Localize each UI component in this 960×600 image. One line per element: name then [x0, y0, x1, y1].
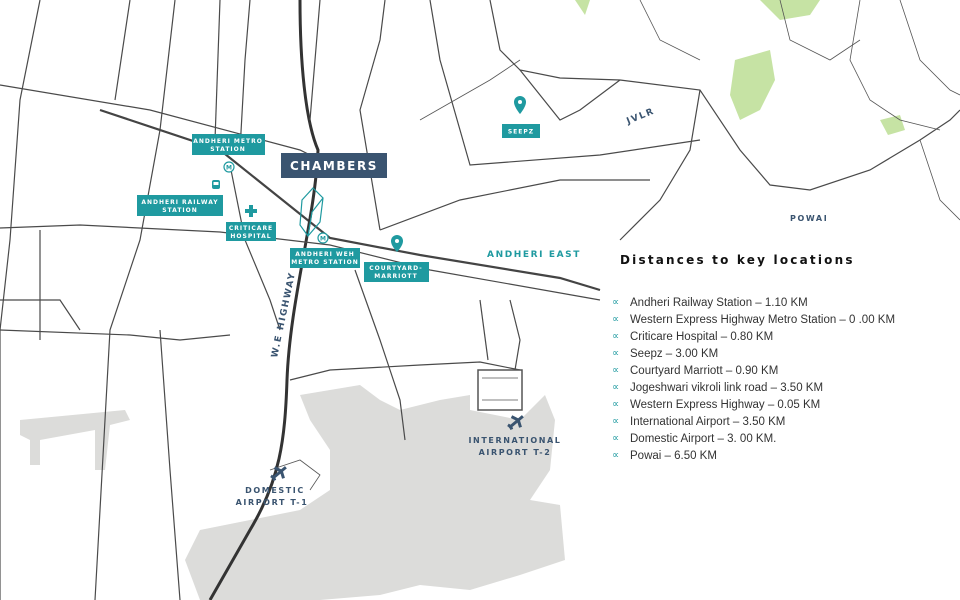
label-weh-metro[interactable]: ANDHERI WEH METRO STATION — [290, 248, 360, 268]
teal-bullet-icon: ∝ — [612, 382, 620, 393]
label-andheri-metro[interactable]: ANDHERI METRO STATION — [192, 134, 265, 155]
legend-item: ∝ Seepz – 3.00 KM — [612, 345, 952, 362]
powai-label: POWAI — [790, 214, 828, 223]
jvlr-label: JVLR — [624, 106, 656, 127]
map-pin-icon — [514, 96, 526, 114]
map-pin-icon — [391, 235, 403, 252]
label-seepz[interactable]: SEEPZ — [502, 124, 540, 138]
legend-item: ∝ Courtyard Marriott – 0.90 KM — [612, 362, 952, 379]
metro-icon: M — [223, 161, 235, 173]
chambers-label: CHAMBERS — [290, 159, 378, 173]
svg-text:COURTYARD-: COURTYARD- — [369, 265, 422, 272]
legend-item: ∝ Andheri Railway Station – 1.10 KM — [612, 294, 952, 311]
label-criticare[interactable]: CRITICARE HOSPITAL — [226, 222, 276, 241]
teal-bullet-icon: ∝ — [612, 331, 620, 342]
airplane-icon — [507, 415, 524, 430]
svg-text:M: M — [320, 236, 326, 243]
hospital-cross-icon — [245, 205, 257, 217]
legend-title: Distances to key locations — [620, 253, 855, 267]
svg-text:CRITICARE: CRITICARE — [229, 225, 273, 232]
legend-item-text: Andheri Railway Station – 1.10 KM — [630, 296, 808, 309]
legend-item: ∝ Domestic Airport – 3. 00 KM. — [612, 430, 952, 447]
legend-item-text: Western Express Highway Metro Station – … — [630, 313, 896, 326]
airplane-icon — [270, 466, 287, 481]
distance-legend: Distances to key locations ∝ Andheri Rail… — [612, 253, 952, 464]
teal-bullet-icon: ∝ — [612, 365, 620, 376]
teal-bullet-icon: ∝ — [612, 348, 620, 359]
teal-bullet-icon: ∝ — [612, 314, 620, 325]
svg-text:STATION: STATION — [210, 146, 246, 153]
svg-text:STATION: STATION — [162, 207, 198, 214]
andheri-east-label: ANDHERI EAST — [487, 250, 581, 260]
legend-item-text: Courtyard Marriott – 0.90 KM — [630, 364, 779, 377]
legend-item-text: Criticare Hospital – 0.80 KM — [630, 330, 774, 343]
teal-bullet-icon: ∝ — [612, 450, 620, 461]
dom-airport-label: DOMESTIC — [245, 486, 305, 495]
metro-icon: M — [317, 232, 329, 244]
svg-text:M: M — [226, 165, 232, 172]
legend-list: ∝ Andheri Railway Station – 1.10 KM ∝ Weste… — [612, 294, 952, 464]
legend-item: ∝ International Airport – 3.50 KM — [612, 413, 952, 430]
legend-item-text: Powai – 6.50 KM — [630, 449, 717, 462]
intl-airport-label: INTERNATIONAL — [468, 436, 561, 445]
legend-item: ∝ Western Express Highway – 0.05 KM — [612, 396, 952, 413]
dom-airport-label-2: AIRPORT T-1 — [236, 498, 309, 507]
legend-item-text: Jogeshwari vikroli link road – 3.50 KM — [630, 381, 824, 394]
train-icon — [212, 180, 220, 189]
legend-item-text: Western Express Highway – 0.05 KM — [630, 398, 821, 411]
svg-text:SEEPZ: SEEPZ — [508, 129, 534, 136]
legend-item: ∝ Jogeshwari vikroli link road – 3.50 KM — [612, 379, 952, 396]
legend-item-text: International Airport – 3.50 KM — [630, 415, 786, 428]
svg-text:MARRIOTT: MARRIOTT — [374, 273, 418, 280]
label-courtyard[interactable]: COURTYARD- MARRIOTT — [364, 262, 429, 282]
green-areas — [575, 0, 905, 135]
intl-airport-label-2: AIRPORT T-2 — [479, 448, 552, 457]
svg-text:ANDHERI WEH: ANDHERI WEH — [295, 251, 354, 258]
teal-bullet-icon: ∝ — [612, 416, 620, 427]
svg-text:METRO STATION: METRO STATION — [291, 259, 359, 266]
legend-item: ∝ Powai – 6.50 KM — [612, 447, 952, 464]
svg-text:HOSPITAL: HOSPITAL — [230, 233, 271, 240]
chambers-building-icon — [299, 187, 324, 237]
svg-text:ANDHERI RAILWAY: ANDHERI RAILWAY — [141, 199, 218, 206]
legend-item-text: Seepz – 3.00 KM — [630, 347, 719, 360]
legend-item-text: Domestic Airport – 3. 00 KM. — [630, 432, 777, 445]
legend-item: ∝ Western Express Highway Metro Station –… — [612, 311, 952, 328]
legend-item: ∝ Criticare Hospital – 0.80 KM — [612, 328, 952, 345]
teal-bullet-icon: ∝ — [612, 297, 620, 308]
teal-bullet-icon: ∝ — [612, 399, 620, 410]
svg-text:ANDHERI METRO: ANDHERI METRO — [193, 138, 263, 145]
label-andheri-railway[interactable]: ANDHERI RAILWAY STATION — [137, 195, 223, 216]
chambers-marker[interactable]: CHAMBERS — [281, 153, 387, 237]
teal-bullet-icon: ∝ — [612, 433, 620, 444]
